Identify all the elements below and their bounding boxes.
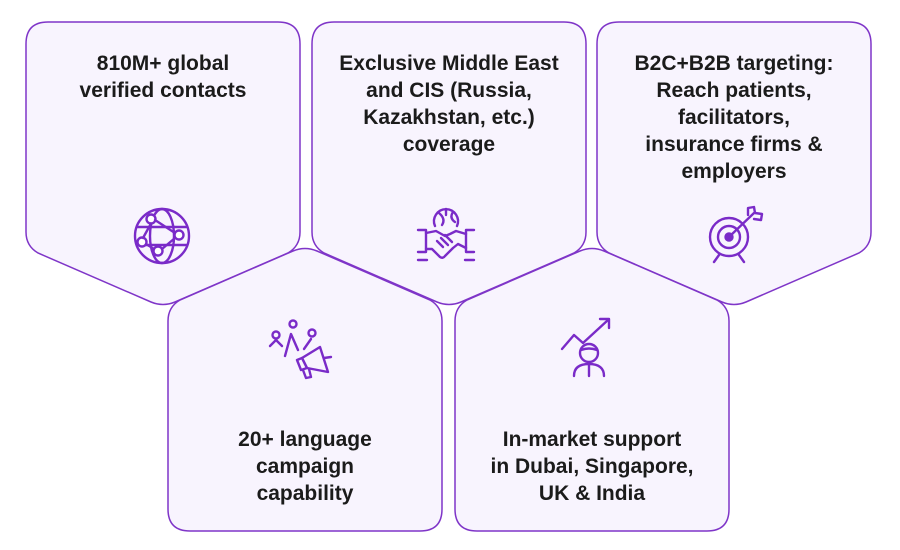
card-4-text: 20+ language campaign capability xyxy=(238,428,372,505)
card-5-text: In-market support in Dubai, Singapore, U… xyxy=(490,428,694,505)
card-3-shape xyxy=(596,21,872,306)
card-1-text: 810M+ global verified contacts xyxy=(79,52,247,102)
globe-handshake-icon xyxy=(416,207,476,262)
card-5-shape xyxy=(454,247,730,532)
card-2-text: Exclusive Middle East and CIS (Russia, K… xyxy=(339,52,559,156)
card-1-shape xyxy=(25,21,301,306)
megaphone-audience-icon xyxy=(268,319,333,380)
target-arrow-icon xyxy=(708,205,764,264)
card-3-text: B2C+B2B targeting: Reach patients, facil… xyxy=(634,52,834,183)
card-2-shape xyxy=(311,21,587,306)
globe-network-icon xyxy=(133,207,191,265)
card-4-shape xyxy=(167,247,443,532)
person-growth-icon xyxy=(560,317,611,378)
